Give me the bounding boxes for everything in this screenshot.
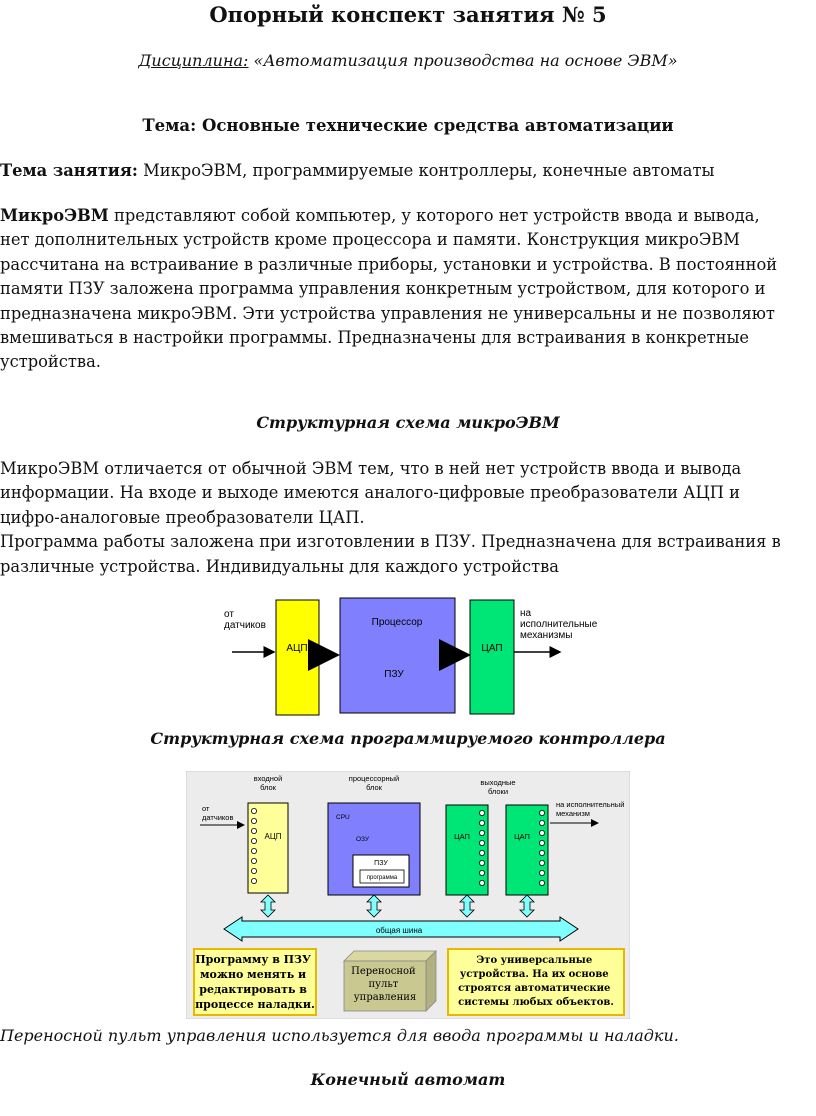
console-top [343,950,437,962]
paragraph-line: МикроЭВМ отличается от обычной ЭВМ тем, … [0,459,742,478]
common-bus [223,916,579,942]
paragraph-line: нет дополнительных устройств кроме проце… [0,230,740,250]
input-terminals [251,808,258,885]
console-caption: Переносной пульт управления используется… [0,1026,679,1045]
paragraph-line: информации. На входе и выходе имеются ан… [0,483,740,503]
dac1-label: ЦАП [454,832,470,841]
processor-label: Процессор [372,617,423,628]
cpu-label: CPU [336,814,350,821]
paragraph-line: Программа работы заложена при изготовлен… [0,532,781,552]
dac2-block [505,804,549,896]
paragraph-line: вмешиваться в настройки программы. Предн… [0,328,750,348]
paragraph-line: МикроЭВМ представляют собой компьютер, у… [0,206,760,225]
paragraph-line: различные устройства. Индивидуальны для … [0,556,559,576]
adc-label: АЦП [286,643,307,654]
microevm-term: МикроЭВМ [0,206,109,225]
paragraph-line: рассчитана на встраивание в различные пр… [0,254,778,274]
dac1-block [445,804,489,896]
console-side [425,950,437,1012]
paragraph-line: памяти ПЗУ заложена программа управления… [0,279,766,299]
note-universal-box [447,948,625,1016]
ram-label: ОЗУ [356,836,370,843]
paragraph-line: цифро-аналоговые преобразователи ЦАП. [0,507,365,527]
input-adc-block [247,802,289,894]
bus-label: общая шина [376,926,423,935]
note-rom-text: Программу в ПЗУ можно менять и редактиро… [195,953,315,1011]
lesson-topic-label: Тема занятия: [0,161,138,180]
processor-block [339,597,456,714]
paragraph-line: предназначена микроЭВМ. Эти устройства у… [0,303,775,323]
dac2-terminals [538,810,545,887]
microevm-paragraph: МикроЭВМ представляют собой компьютер, у… [0,204,815,375]
paragraph-line: устройства. [0,352,101,372]
section-title-microevm: Структурная схема микроЭВМ [256,413,560,432]
page-title: Опорный конспект занятия № 5 [209,2,607,27]
adc-block [275,599,320,716]
bus-connectors [260,894,535,918]
program-label: программа [367,875,398,881]
rom-label: ПЗУ [374,860,388,867]
dac-label: ЦАП [481,643,502,654]
lesson-topic-value: МикроЭВМ, программируемые контроллеры, к… [137,161,715,180]
microevm-description: МикроЭВМ отличается от обычной ЭВМ тем, … [0,457,815,579]
note-rom-box [193,948,317,1016]
lesson-topic: Тема занятия: МикроЭВМ, программируемые … [0,159,815,183]
dac1-terminals [478,810,485,887]
topic-heading: Тема: Основные технические средства авто… [142,116,674,135]
note-universal-text: Это универсальные устройства. На их осно… [458,955,614,1008]
dac-block [469,599,515,715]
adc-label: АЦП [264,832,281,841]
console-label: Переносной пульт управления [351,966,419,1003]
console-front [343,960,427,1012]
rom-label: ПЗУ [384,669,404,680]
discipline-line: Дисциплина: «Автоматизация производства … [0,51,816,70]
program-box [359,869,405,884]
section-title-automaton: Конечный автомат [310,1070,506,1089]
discipline-value: «Автоматизация производства на основе ЭВ… [248,51,678,70]
section-title-controller: Структурная схема программируемого контр… [150,729,666,748]
dac2-label: ЦАП [514,832,530,841]
discipline-label: Дисциплина: [138,51,249,70]
